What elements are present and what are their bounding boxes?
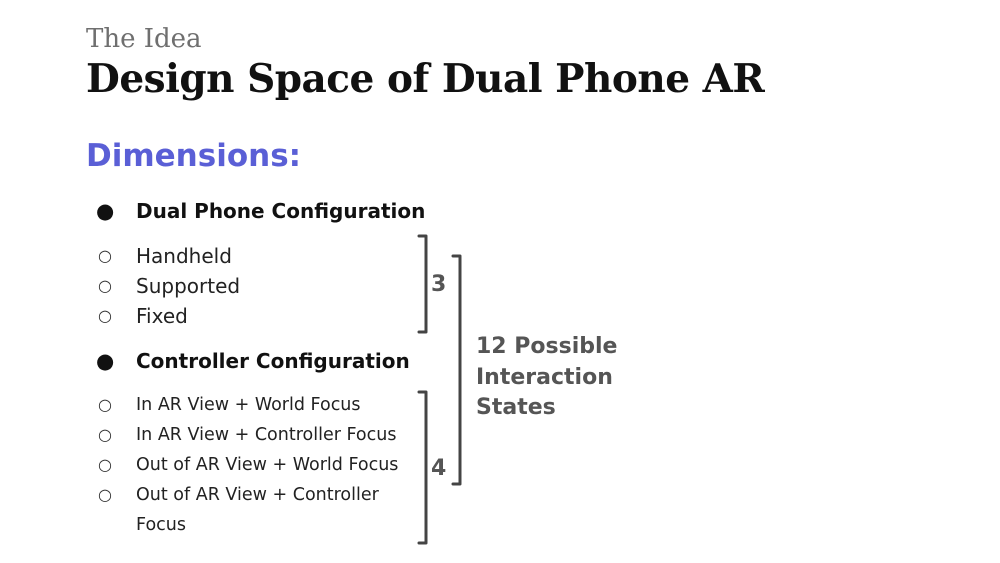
filled-bullet-icon: ● (96, 349, 115, 373)
summary-line-3: States (476, 395, 556, 420)
sub-item-fixed: Fixed (136, 304, 188, 328)
summary-text: 12 Possible Interaction States (476, 332, 676, 424)
main-bullet-controller-configuration: Controller Configuration (136, 349, 410, 373)
hollow-bullet-icon: ○ (98, 425, 112, 444)
filled-bullet-icon: ● (96, 199, 115, 223)
sub-item-handheld: Handheld (136, 244, 232, 268)
hollow-bullet-icon: ○ (98, 276, 112, 295)
sub-item-in-ar-view-controller-focus: In AR View + Controller Focus (136, 425, 397, 445)
bracket-controller (417, 390, 428, 545)
hollow-bullet-icon: ○ (98, 246, 112, 265)
slide-title: Design Space of Dual Phone AR (86, 56, 765, 102)
sub-item-out-of-ar-view-controller-focus-continued: Focus (136, 515, 186, 535)
count-controller: 4 (431, 456, 447, 481)
count-dual-phone: 3 (431, 272, 447, 297)
sub-item-supported: Supported (136, 274, 241, 298)
summary-line-1: 12 Possible (476, 334, 618, 359)
slide-eyebrow: The Idea (86, 24, 202, 54)
hollow-bullet-icon: ○ (98, 455, 112, 474)
hollow-bullet-icon: ○ (98, 485, 112, 504)
summary-line-2: Interaction (476, 364, 613, 390)
sub-item-out-of-ar-view-world-focus: Out of AR View + World Focus (136, 455, 399, 475)
bracket-total (451, 254, 462, 486)
sub-item-out-of-ar-view-controller-focus: Out of AR View + Controller (136, 485, 379, 505)
section-heading: Dimensions: (86, 138, 302, 174)
sub-item-in-ar-view-world-focus: In AR View + World Focus (136, 395, 361, 415)
hollow-bullet-icon: ○ (98, 306, 112, 325)
bracket-dual-phone (417, 234, 428, 334)
hollow-bullet-icon: ○ (98, 395, 112, 414)
main-bullet-dual-phone-configuration: Dual Phone Configuration (136, 199, 426, 223)
